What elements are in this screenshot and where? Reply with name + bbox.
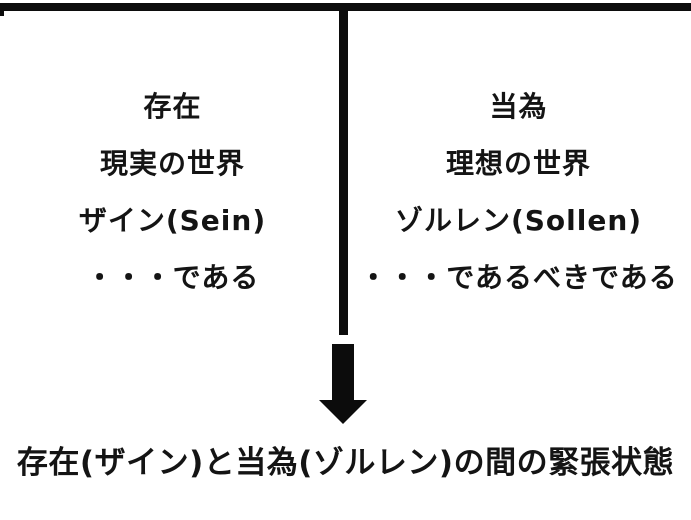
right-column-sollen: 当為 理想の世界 ゾルレン(Sollen) ・・・であるべきである <box>346 78 691 306</box>
right-column-row-term: ゾルレン(Sollen) <box>394 204 643 237</box>
right-column-row-title: 当為 <box>489 90 548 123</box>
center-divider-line <box>339 10 348 335</box>
right-column-row-world: 理想の世界 <box>445 147 591 180</box>
left-column-row-term: ザイン(Sein) <box>78 204 267 237</box>
left-column-row-world: 現実の世界 <box>99 147 245 180</box>
left-column-row-phrase: ・・・である <box>85 261 260 294</box>
left-column-sein: 存在 現実の世界 ザイン(Sein) ・・・である <box>0 78 345 306</box>
down-arrow-icon <box>319 344 367 424</box>
left-column-row-title: 存在 <box>143 90 202 123</box>
left-edge-corner-mark <box>0 3 4 16</box>
top-horizontal-line <box>0 3 691 11</box>
right-column-row-phrase: ・・・であるべきである <box>359 261 678 294</box>
tension-caption: 存在(ザイン)と当為(ゾルレン)の間の緊張状態 <box>16 445 675 481</box>
